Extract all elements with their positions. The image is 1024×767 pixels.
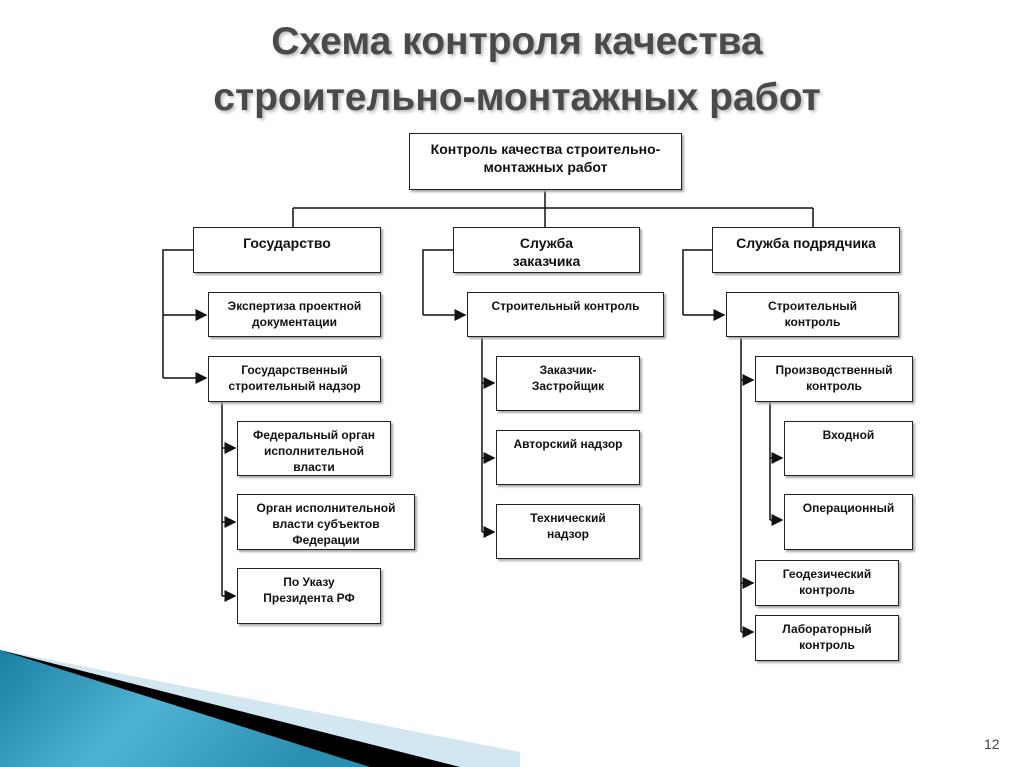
title-line-2: строительно-монтажных работ: [213, 76, 821, 119]
connector-lines: [162, 190, 814, 638]
root-box: Контроль качества строительно-монтажных …: [409, 133, 682, 190]
expertise-box: Экспертиза проектной документации: [208, 292, 381, 337]
state-supervision-box: Государственный строительный надзор: [208, 356, 381, 402]
contractor-control-box: Строительный контроль: [726, 292, 899, 337]
state-box: Государство: [193, 227, 381, 273]
developer-box: Заказчик-Застройщик: [496, 356, 640, 411]
decor-blue-band: [0, 650, 370, 767]
title-line-1: Схема контроля качества: [271, 20, 763, 63]
geodetic-control-box: Геодезический контроль: [755, 560, 899, 606]
customer-control-box: Строительный контроль: [467, 292, 664, 337]
customer-box: Служба заказчика: [453, 227, 640, 273]
slide-title: Схема контроля качества строительно-монт…: [0, 14, 1024, 126]
incoming-control-box: Входной: [784, 421, 913, 476]
federal-body-box: Федеральный орган исполнительной власти: [237, 421, 391, 476]
regional-body-box: Орган исполнительной власти субъектов Фе…: [237, 494, 415, 550]
production-control-box: Производственный контроль: [755, 356, 913, 402]
contractor-box: Служба подрядчика: [712, 227, 900, 273]
author-supervision-box: Авторский надзор: [496, 430, 640, 485]
technical-supervision-box: Технический надзор: [496, 504, 640, 559]
presidential-decree-box: По Указу Президента РФ: [237, 568, 381, 624]
page-number: 12: [984, 736, 1000, 752]
operational-control-box: Операционный: [784, 494, 913, 550]
laboratory-control-box: Лабораторный контроль: [755, 615, 899, 661]
